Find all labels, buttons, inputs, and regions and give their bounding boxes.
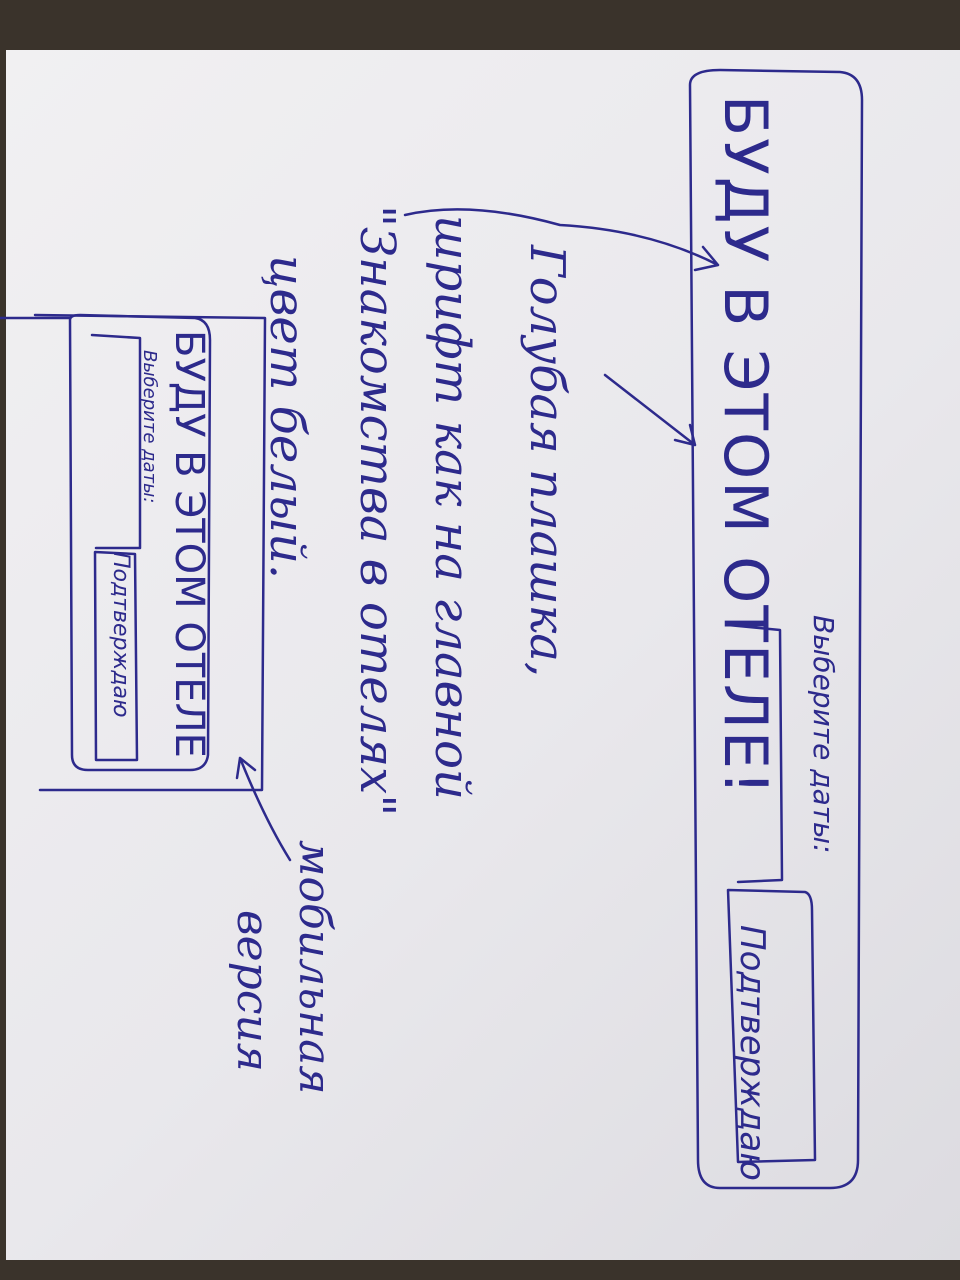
desktop-title: БУДУ В ЭТОМ ОТЕЛЕ! — [710, 95, 780, 797]
desktop-dates-label: Выберите даты: — [807, 615, 840, 854]
annotation-line-4: цвет белый. — [259, 255, 315, 580]
mobile-caption-line-2: версия — [227, 910, 278, 1072]
mobile-caption-line-1: мобильная — [289, 840, 340, 1095]
arrow-bottom — [235, 756, 292, 862]
mobile-date-input — [90, 333, 142, 550]
desktop-date-input — [726, 623, 784, 884]
mobile-title: БУДУ В ЭТОМ ОТЕЛЕ — [166, 330, 212, 758]
desktop-button-frame — [726, 888, 817, 1164]
desktop-confirm-button[interactable]: Подтверждаю — [732, 925, 772, 1181]
arrow-top — [403, 208, 720, 272]
mobile-button-frame — [93, 550, 139, 762]
arrow-middle — [603, 373, 697, 447]
annotation-line-1: Голубая плашка, — [519, 245, 575, 678]
mobile-panel — [68, 313, 212, 772]
desktop-frame — [688, 68, 864, 1190]
annotation-line-2: шрифт как на главной — [424, 215, 480, 800]
annotation-line-3: "Знакомства в отелях" — [349, 205, 405, 817]
mobile-confirm-button[interactable]: Подтверждаю — [108, 552, 133, 718]
mobile-dates-label: Выберите даты: — [139, 350, 160, 504]
paper-sheet — [6, 50, 960, 1260]
